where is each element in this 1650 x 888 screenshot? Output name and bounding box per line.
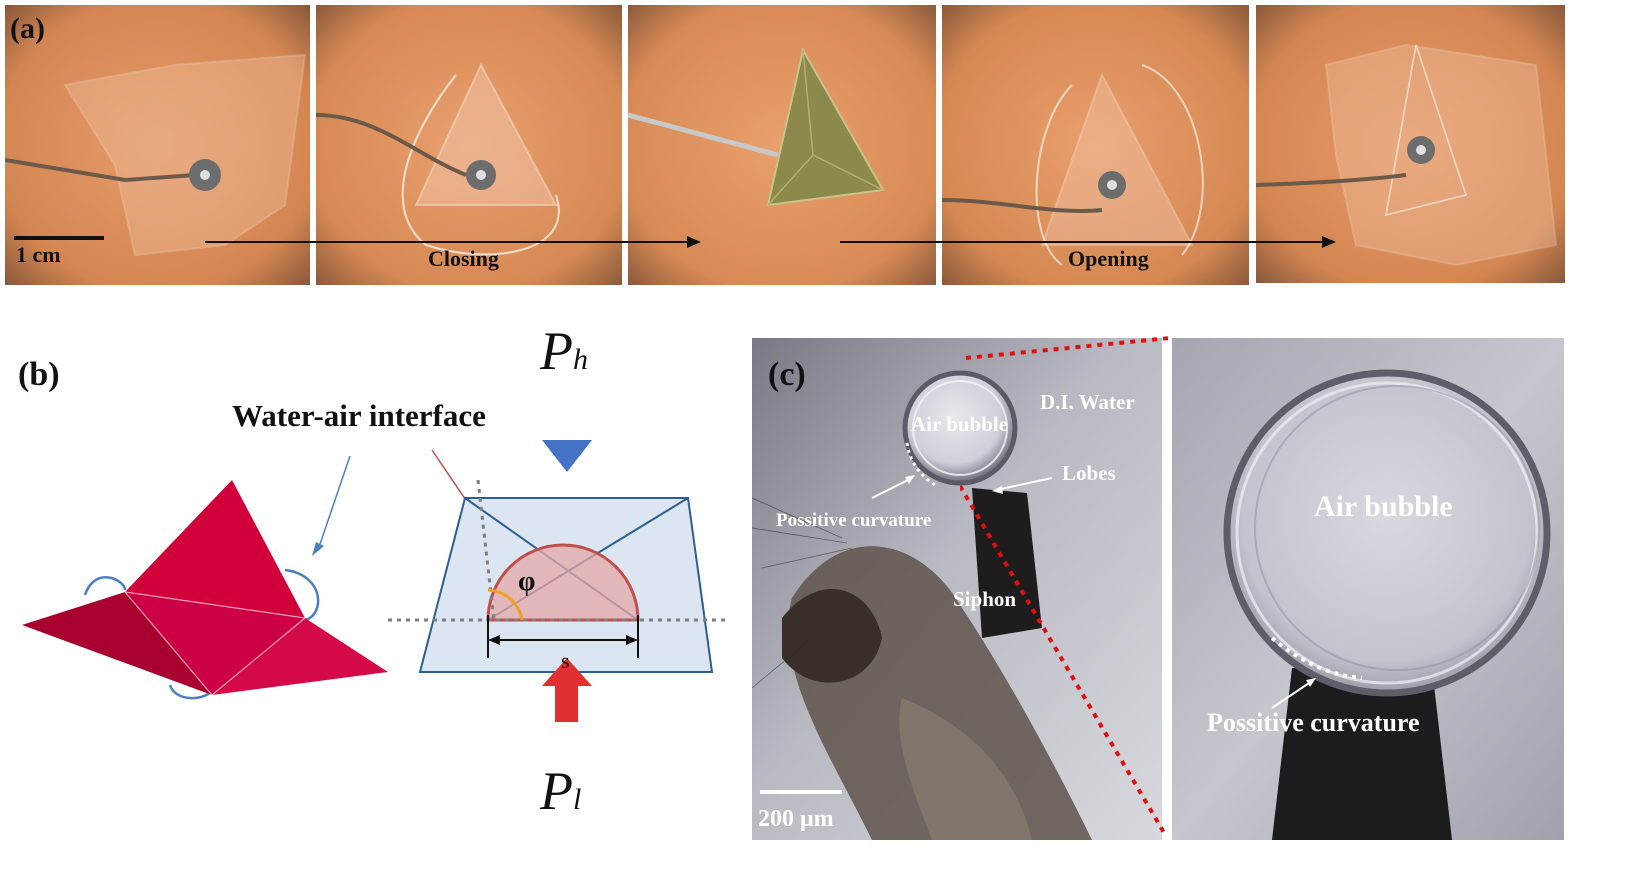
s-label: s xyxy=(561,648,570,673)
panel-c-micrograph-left xyxy=(752,338,1162,840)
panel-b-label: (b) xyxy=(18,356,60,393)
panel-a-photo-5 xyxy=(1256,5,1565,283)
scale-bar-200um xyxy=(760,790,842,794)
p-high-label: Ph xyxy=(540,320,588,382)
scale-bar-1cm-label: 1 cm xyxy=(16,242,61,267)
opening-label: Opening xyxy=(1068,246,1149,271)
positive-curvature-label-small: Possitive curvature xyxy=(776,510,932,531)
scale-bar-200um-label: 200 μm xyxy=(758,806,834,832)
p-high-subscript: h xyxy=(573,343,588,376)
panel-a-label: (a) xyxy=(10,12,45,45)
panel-c-micrograph-zoom xyxy=(1172,338,1564,840)
p-low-symbol: P xyxy=(540,761,573,821)
water-air-interface-label: Water-air interface xyxy=(232,398,486,433)
lobes-label: Lobes xyxy=(1062,461,1116,485)
closing-label: Closing xyxy=(428,246,499,271)
panel-a-photo-3 xyxy=(628,5,936,285)
phi-label: φ xyxy=(518,566,536,597)
panel-c-label: (c) xyxy=(768,356,806,393)
positive-curvature-label-large: Possitive curvature xyxy=(1207,708,1420,737)
opening-arrow xyxy=(840,236,1336,248)
p-high-symbol: P xyxy=(540,321,573,381)
p-low-label: Pl xyxy=(540,760,581,822)
panel-a-photo-4 xyxy=(942,5,1249,285)
air-bubble-label-large: Air bubble xyxy=(1314,490,1453,523)
air-bubble-label-small: Air bubble xyxy=(911,412,1009,436)
p-low-subscript: l xyxy=(573,783,582,816)
zoom-indicator-lines xyxy=(960,336,1171,838)
closing-arrow xyxy=(205,236,701,248)
origami-diagram xyxy=(22,440,730,722)
di-water-label: D.I. Water xyxy=(1040,390,1135,414)
panel-a-photo-2 xyxy=(316,5,622,285)
scale-bar-1cm xyxy=(14,236,104,240)
siphon-label: Siphon xyxy=(953,587,1017,611)
panel-c-arrows xyxy=(871,475,1316,709)
